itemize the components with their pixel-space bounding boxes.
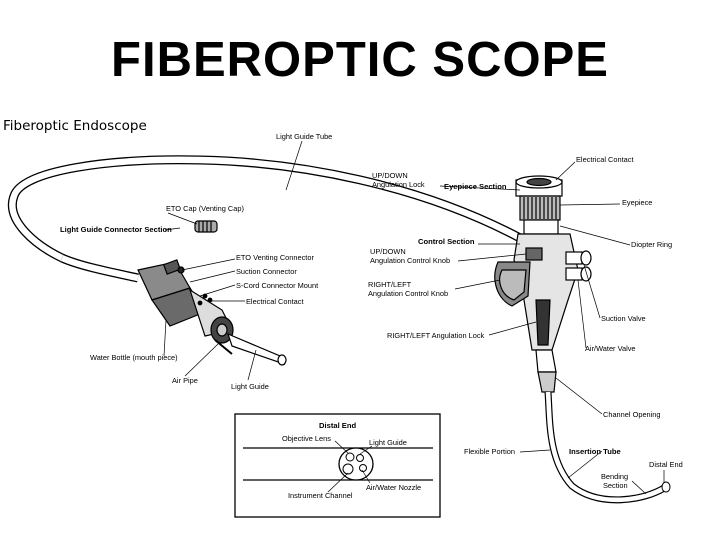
label-light-guide-inset: Light Guide [369,438,407,447]
control-section-drawing [494,175,592,393]
label-eyepiece: Eyepiece [622,198,652,207]
label-electrical-contact-top: Electrical Contact [576,155,634,164]
label-eyepiece-section: Eyepiece Section [444,182,507,191]
label-control-section: Control Section [418,237,475,246]
distal-end-inset [234,413,441,518]
label-electrical-contact-mid: Electrical Contact [246,297,304,306]
label-up-down-knob-line1: UP/DOWN [370,247,406,256]
label-up-down-lock-line1: UP/DOWN [372,171,408,180]
label-air-water-nozzle: Air/Water Nozzle [366,483,421,492]
label-distal-end: Distal End [649,460,683,469]
label-water-bottle: Water Bottle (mouth piece) [90,353,178,362]
label-instrument-channel: Instrument Channel [288,491,353,500]
label-eto-cap: ETO Cap (Venting Cap) [166,204,244,213]
label-bending-line1: Bending [601,472,628,481]
label-right-left-knob-line2: Angulation Control Knob [368,289,448,298]
label-bending-line2: Section [603,481,628,490]
label-insertion-tube: Insertion Tube [569,447,621,456]
label-distal-end-box-title: Distal End [319,421,356,430]
label-right-left-knob-line1: RIGHT/LEFT [368,280,412,289]
label-light-guide: Light Guide [231,382,269,391]
label-s-cord-connector-mount: S-Cord Connector Mount [236,281,318,290]
light-guide-tube-drawing [7,155,523,283]
label-eto-venting-connector: ETO Venting Connector [236,253,314,262]
light-guide-connector-drawing [137,220,287,366]
label-suction-connector: Suction Connector [236,267,297,276]
label-up-down-lock-line2: Angulation Lock [372,180,425,189]
label-channel-opening: Channel Opening [603,410,661,419]
label-light-guide-tube: Light Guide Tube [276,132,332,141]
leader-lines [163,140,665,495]
insertion-tube-drawing [544,391,671,504]
label-objective-lens: Objective Lens [282,434,331,443]
label-light-guide-connector-section: Light Guide Connector Section [60,225,172,234]
label-suction-valve: Suction Valve [601,314,646,323]
label-right-left-lock: RIGHT/LEFT Angulation Lock [387,331,485,340]
label-air-pipe: Air Pipe [172,376,198,385]
label-flexible-portion: Flexible Portion [464,447,515,456]
diagram-subtitle: Fiberoptic Endoscope [3,118,147,134]
diagram-labels: Light Guide Tube Electrical Contact UP/D… [60,132,683,500]
label-up-down-knob-line2: Angulation Control Knob [370,256,450,265]
page-title: FIBEROPTIC SCOPE [111,33,609,87]
label-diopter-ring: Diopter Ring [631,240,672,249]
label-air-water-valve: Air/Water Valve [585,344,636,353]
